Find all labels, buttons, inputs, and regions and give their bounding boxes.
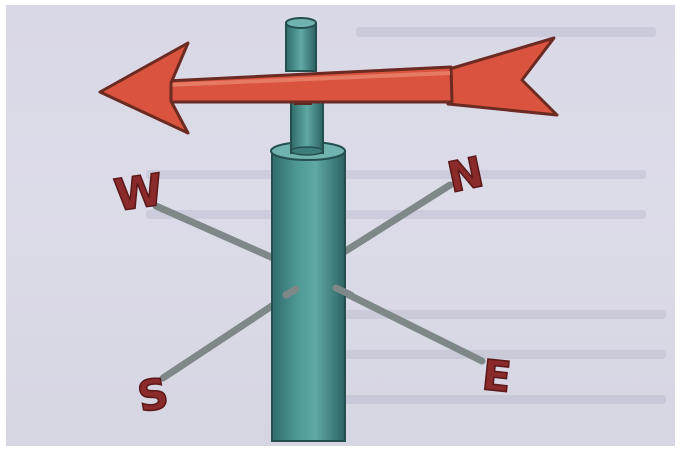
weather-vane-illustration: W N S E xyxy=(6,5,675,446)
rod-east xyxy=(333,287,482,361)
weather-vane-drawing: W N S E xyxy=(6,5,675,446)
west-letter: W xyxy=(111,165,166,222)
vane-arrow xyxy=(100,38,557,133)
arrow-tail xyxy=(446,38,557,115)
east-letter: E xyxy=(480,350,514,402)
north-letter: N xyxy=(443,147,488,202)
